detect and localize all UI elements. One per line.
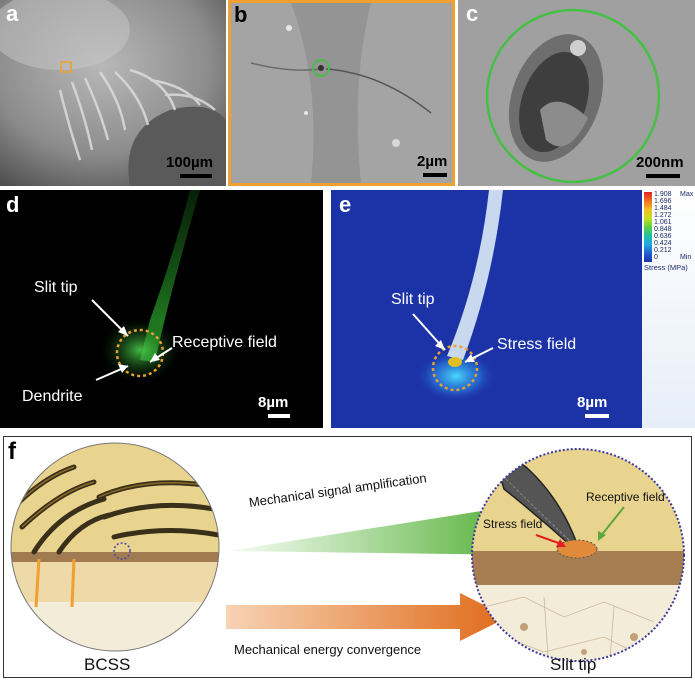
convergence-arrow bbox=[226, 593, 508, 641]
energy-convergence-label: Mechanical energy convergence bbox=[234, 642, 422, 657]
scale-label-a: 100µm bbox=[166, 154, 214, 171]
legend-tick: 1.908 bbox=[654, 191, 672, 198]
panel-e: e Slit tip Stress field 8µm bbox=[331, 190, 642, 428]
scale-label-d: 8µm bbox=[258, 394, 289, 411]
scale-bar-c bbox=[646, 174, 680, 178]
stress-field-label-f: Stress field bbox=[483, 517, 543, 531]
panel-label-e: e bbox=[339, 192, 352, 217]
legend-tick: 0 bbox=[654, 254, 658, 261]
slit-tip-circle bbox=[472, 449, 684, 661]
legend-tick: 0.848 bbox=[654, 226, 672, 233]
slit-tip-label-f: Slit tip bbox=[550, 655, 597, 674]
fem-stress-image bbox=[412, 190, 503, 402]
amplification-triangle bbox=[228, 503, 532, 555]
scale-label-b: 2µm bbox=[417, 153, 448, 170]
dendrite-label-d: Dendrite bbox=[22, 388, 83, 405]
receptive-field-label-f: Receptive field bbox=[586, 490, 665, 504]
receptive-field-label-d: Receptive field bbox=[172, 334, 277, 351]
bcss-label: BCSS bbox=[84, 655, 131, 674]
stress-field-label-e: Stress field bbox=[497, 336, 577, 353]
scale-bar-e bbox=[585, 414, 609, 418]
panel-label-a: a bbox=[6, 1, 19, 26]
scale-label-e: 8µm bbox=[577, 394, 608, 411]
legend-tick: 1.696 bbox=[654, 198, 672, 205]
panel-label-c: c bbox=[466, 1, 479, 26]
legend-title: Stress (MPa) bbox=[644, 263, 688, 272]
legend-colorbar bbox=[644, 192, 652, 262]
bcss-circle bbox=[11, 443, 219, 651]
fluorescence-image bbox=[91, 190, 200, 382]
panel-label-d: d bbox=[6, 192, 20, 217]
schematic-drawing bbox=[10, 442, 685, 662]
scale-label-c: 200nm bbox=[636, 154, 684, 171]
slit-tip-label-d: Slit tip bbox=[34, 279, 78, 296]
panel-label-b: b bbox=[234, 2, 248, 27]
slit-tip-label-e: Slit tip bbox=[391, 291, 435, 308]
panel-b: b 2µm bbox=[228, 0, 455, 186]
stress-legend: 1.908 Max 1.696 1.484 1.272 1.061 0.848 … bbox=[642, 190, 695, 428]
legend-tick: 1.061 bbox=[654, 219, 672, 226]
legend-tick: 0.212 bbox=[654, 247, 672, 254]
panel-d: d Slit tip Receptive field Dendrite 8µm bbox=[0, 190, 323, 428]
scale-bar-a bbox=[180, 174, 212, 178]
legend-tick: 0.636 bbox=[654, 233, 672, 240]
legend-max-label: Max bbox=[680, 191, 694, 198]
scale-bar-d bbox=[268, 414, 290, 418]
sem-image-c bbox=[458, 0, 695, 186]
legend-tick: 1.272 bbox=[654, 212, 672, 219]
panel-c: c 200nm bbox=[458, 0, 695, 186]
scale-bar-b bbox=[423, 173, 447, 177]
sem-image-a bbox=[0, 0, 226, 186]
legend-tick: 0.424 bbox=[654, 240, 672, 247]
panel-label-f: f bbox=[8, 438, 16, 465]
legend-tick: 1.484 bbox=[654, 205, 672, 212]
panel-a: a 100µm bbox=[0, 0, 226, 186]
panel-f: f Mechanical signal amplification Mechan… bbox=[3, 436, 692, 678]
sem-image-b bbox=[231, 3, 452, 183]
legend-min-label: Min bbox=[680, 254, 692, 261]
